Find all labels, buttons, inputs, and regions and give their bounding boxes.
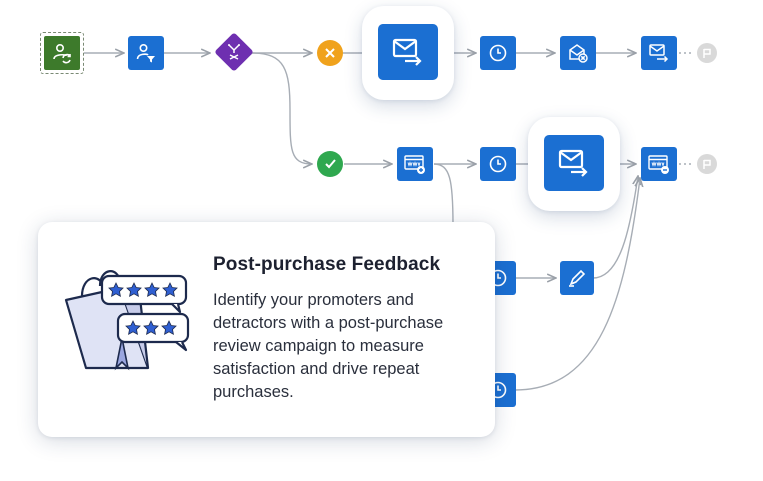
card-description: Identify your promoters and detractors w…: [213, 291, 444, 401]
envelope-open-x-icon: [569, 44, 588, 63]
exit-2-node[interactable]: [697, 154, 717, 174]
flag-icon: [703, 159, 711, 169]
envelope-send-icon: [649, 44, 669, 63]
clock-icon: [489, 44, 507, 62]
exit-1-node[interactable]: [697, 43, 717, 63]
send-email-3-node[interactable]: [544, 135, 604, 191]
check-icon: [324, 159, 336, 169]
wait-1-node[interactable]: [480, 36, 516, 70]
feature-card: Post-purchase Feedback Identify your pro…: [38, 222, 495, 437]
envelope-send-icon: [392, 38, 422, 66]
no-branch-node[interactable]: [317, 40, 343, 66]
connector: [433, 163, 454, 226]
web-visit-node[interactable]: [397, 147, 433, 181]
email-opened-node[interactable]: [560, 36, 596, 70]
audience-filter-node[interactable]: [128, 36, 164, 70]
edit-action-node[interactable]: [560, 261, 594, 295]
send-email-1-node[interactable]: [378, 24, 438, 80]
web-exit-node[interactable]: [641, 147, 677, 181]
web-minus-icon: [648, 155, 669, 174]
user-refresh-icon: [53, 43, 71, 64]
flag-icon: [703, 48, 711, 58]
yes-branch-node[interactable]: [317, 151, 343, 177]
user-filter-icon: [136, 43, 155, 63]
web-plus-icon: [404, 155, 425, 174]
pen-icon: [569, 269, 586, 287]
connector: [514, 178, 640, 391]
envelope-send-icon: [558, 149, 588, 177]
clock-icon: [489, 155, 507, 173]
card-title: Post-purchase Feedback: [213, 254, 441, 275]
shopping-bag-reviews-icon: [64, 270, 190, 371]
connector: [251, 52, 312, 164]
wait-2-node[interactable]: [480, 147, 516, 181]
x-icon: [325, 48, 335, 58]
entry-trigger-node[interactable]: [40, 32, 84, 74]
decision-split-node[interactable]: [214, 32, 254, 72]
connector: [592, 176, 638, 279]
send-email-2-node[interactable]: [641, 36, 677, 70]
split-icon: [228, 44, 240, 60]
